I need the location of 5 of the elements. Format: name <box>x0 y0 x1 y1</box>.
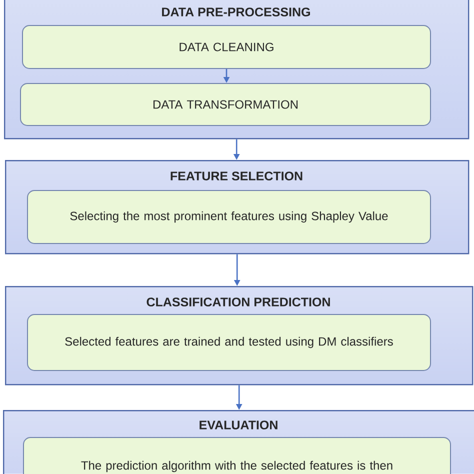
step-box: Selected features are trained and tested using DM classifiers <box>27 314 431 371</box>
step-box: The prediction algorithm with the selected features is then <box>23 437 451 474</box>
step-box: Selecting the most prominent features using Shapley Value <box>27 190 431 244</box>
step-box: DATA TRANSFORMATION <box>20 83 431 126</box>
step-box: DATA CLEANING <box>22 25 431 69</box>
